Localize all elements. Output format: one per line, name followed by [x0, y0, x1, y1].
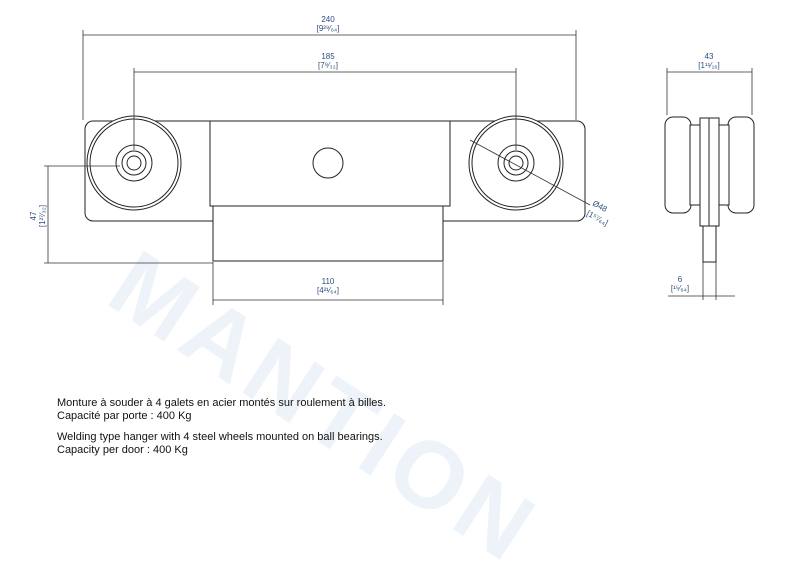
dim-6: 6 [678, 275, 683, 284]
description-en: Welding type hanger with 4 steel wheels … [57, 431, 383, 457]
dim-47-inch: [1²⁷⁄₃₂] [38, 205, 47, 227]
technical-drawing: 240 [9²⁹⁄₆₄] 185 [7⁹⁄₃₂] 43 [1¹¹⁄₁₆] 47 … [29, 15, 755, 305]
description-en-line1: Welding type hanger with 4 steel wheels … [57, 431, 383, 443]
center-hole [312, 147, 344, 179]
dim-240: 240 [321, 15, 335, 24]
center-body [209, 120, 451, 207]
dim-43-inch: [1¹¹⁄₁₆] [698, 61, 719, 70]
dim-diameter-inch: [1⁵⁷⁄₆₄] [585, 209, 609, 228]
description-fr: Monture à souder à 4 galets en acier mon… [57, 397, 386, 423]
dim-185-inch: [7⁹⁄₃₂] [318, 61, 338, 70]
description-fr-line2: Capacité par porte : 400 Kg [57, 410, 192, 422]
description-fr-line1: Monture à souder à 4 galets en acier mon… [57, 397, 386, 409]
dim-110: 110 [322, 277, 335, 286]
dim-47: 47 [29, 211, 38, 220]
right-wheel [468, 115, 564, 211]
side-view [664, 116, 755, 263]
dim-110-inch: [4²¹⁄₆₄] [317, 286, 339, 295]
dim-43: 43 [705, 52, 714, 61]
dim-185: 185 [321, 52, 335, 61]
front-view [84, 115, 586, 262]
weld-plate [212, 205, 444, 262]
dim-6-inch: [¹⁵⁄₆₄] [671, 284, 689, 293]
description-en-line2: Capacity per door : 400 Kg [57, 444, 188, 456]
dim-240-inch: [9²⁹⁄₆₄] [317, 24, 340, 33]
